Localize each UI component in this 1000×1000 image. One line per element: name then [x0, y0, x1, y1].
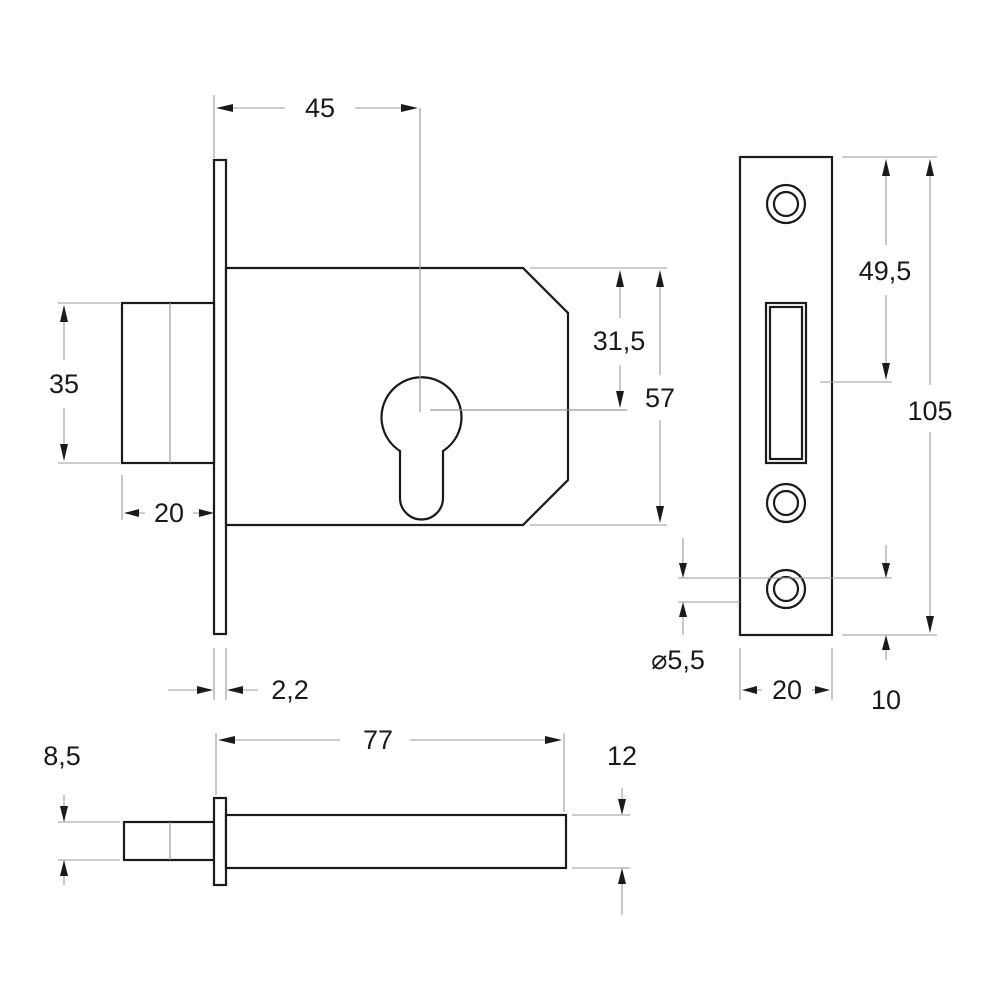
strike-plate-view: [738, 155, 834, 637]
strike-extension-lines: [678, 156, 937, 700]
side-faceplate: [212, 796, 228, 887]
lock-front-view: [120, 108, 627, 636]
dimension-label-77: 77: [363, 725, 393, 755]
dimension-label-45: 45: [305, 93, 335, 123]
dimension-label-20-bolt: 20: [154, 498, 184, 528]
dimension-label-105: 105: [907, 396, 952, 426]
dimension-105: 105: [907, 159, 953, 633]
dimension-20-strike: 20: [742, 675, 830, 705]
dimension-31-5: 31,5: [593, 270, 646, 408]
dimension-label-hole-5-5: ⌀5,5: [651, 645, 705, 675]
screw-hole-middle-inner: [772, 489, 800, 517]
dimension-label-12: 12: [607, 741, 637, 771]
front-extension-lines: [58, 95, 667, 700]
dimension-12: 12: [607, 741, 637, 915]
dimension-2-2: 2,2: [168, 675, 309, 705]
screw-hole-bottom: [765, 568, 807, 610]
dimension-77: 77: [218, 725, 562, 755]
dimension-45: 45: [216, 93, 418, 123]
faceplate: [212, 158, 228, 636]
dimension-label-8-5: 8,5: [43, 741, 81, 771]
lock-side-view: [122, 796, 568, 887]
dimension-57: 57: [645, 270, 675, 523]
dimension-20-bolt: 20: [124, 498, 214, 528]
bolt-slot-inner: [768, 305, 804, 461]
side-body: [224, 813, 568, 870]
dimension-label-31-5: 31,5: [593, 326, 646, 356]
dimension-label-10: 10: [871, 685, 901, 715]
side-bolt: [122, 820, 216, 862]
bolt-slot: [764, 301, 808, 465]
dimension-label-20-strike: 20: [772, 675, 802, 705]
dimension-49-5: 49,5: [859, 159, 912, 380]
side-extension-lines: [58, 733, 630, 869]
screw-hole-middle: [765, 482, 807, 524]
dimension-label-49-5: 49,5: [859, 256, 912, 286]
screw-hole-top: [765, 183, 807, 225]
screw-hole-top-inner: [772, 190, 800, 218]
dimension-35: 35: [49, 305, 79, 461]
keyhole-cylinder-cutout: [380, 376, 463, 521]
bolt: [120, 301, 216, 465]
dimension-10: 10: [871, 545, 901, 715]
dimension-label-57: 57: [645, 383, 675, 413]
dimension-8-5: 8,5: [43, 741, 81, 885]
dimension-label-35: 35: [49, 369, 79, 399]
dimension-hole-5-5: ⌀5,5: [651, 538, 705, 675]
screw-hole-bottom-inner: [772, 575, 800, 603]
dimension-label-2-2: 2,2: [271, 675, 309, 705]
